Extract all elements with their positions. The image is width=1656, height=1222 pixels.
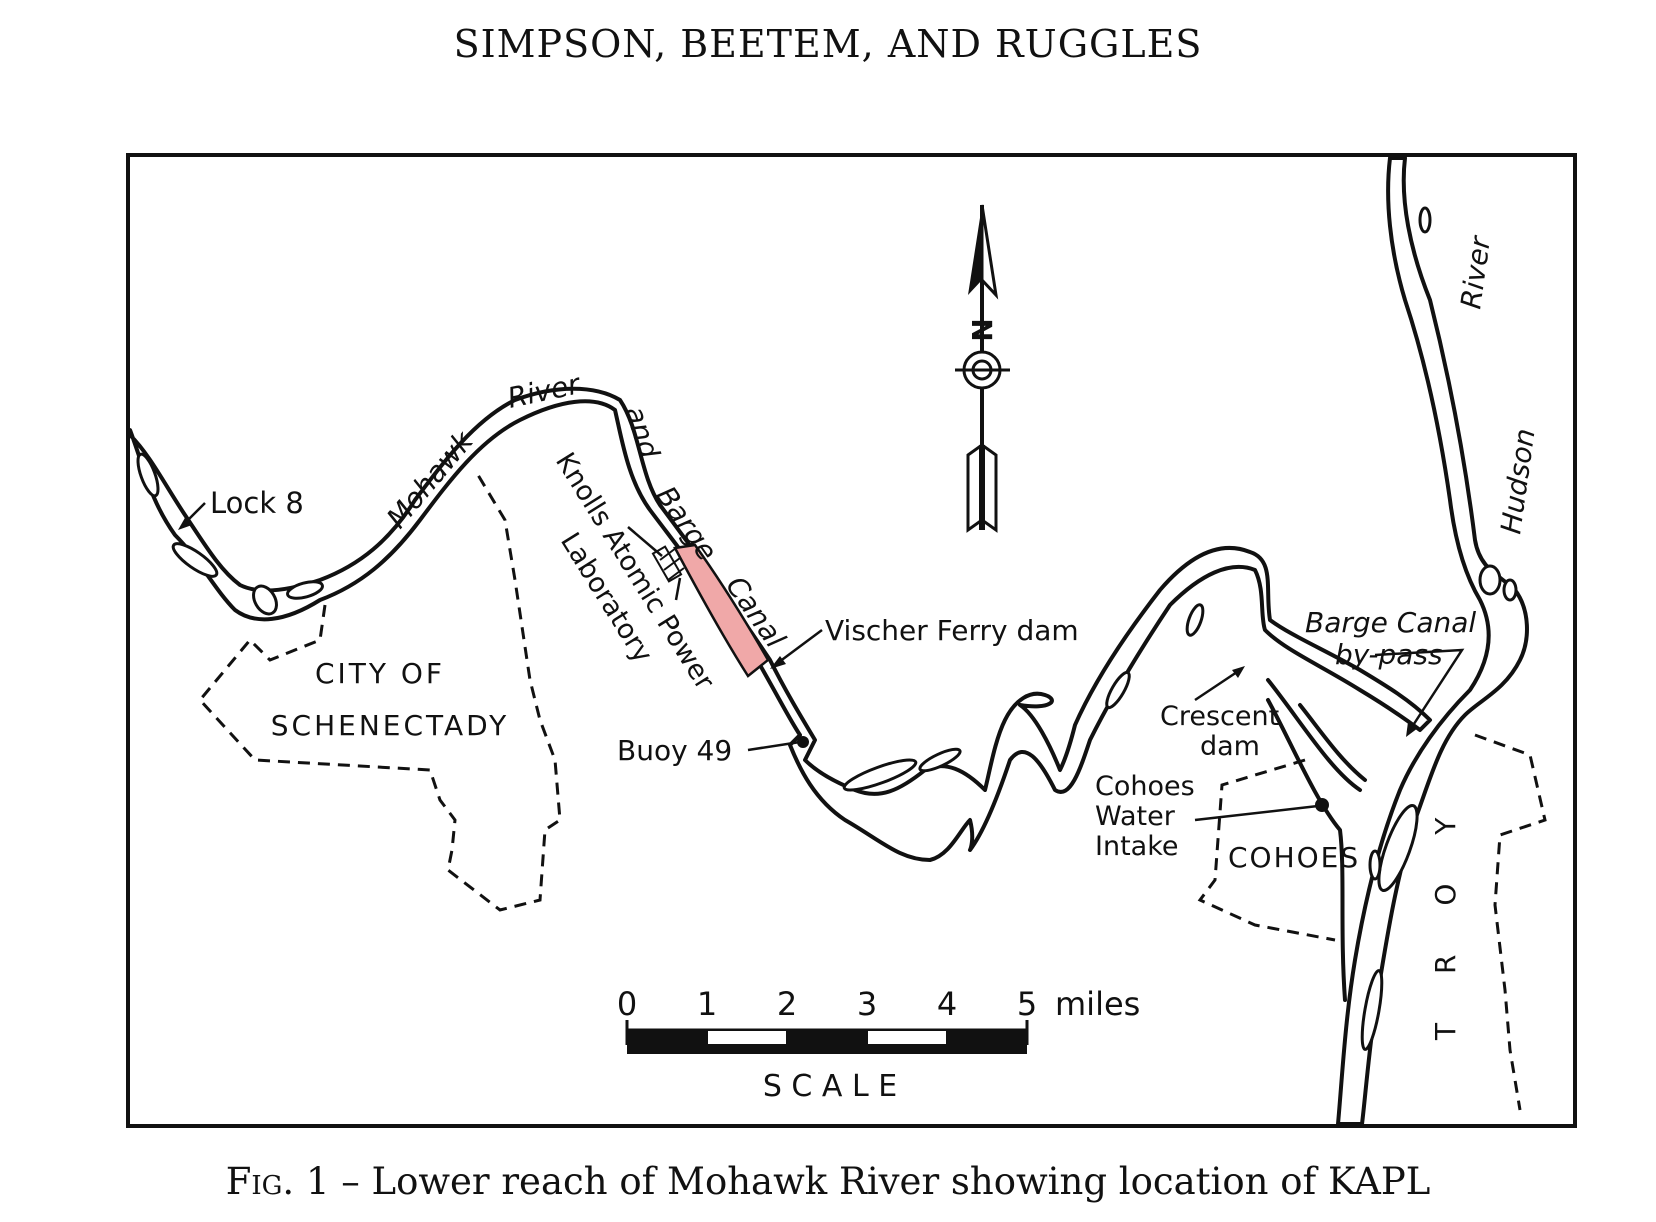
mohawk-label: Mohawk	[380, 424, 481, 535]
kapl-hatch-line	[659, 547, 677, 561]
troy-label: T R O Y	[1429, 798, 1462, 1041]
intake-label: Intake	[1095, 831, 1179, 862]
schenectady-label: SCHENECTADY	[271, 709, 509, 742]
river-island	[1105, 670, 1131, 710]
scale-tick-label: 4	[937, 985, 957, 1023]
scale-tick-label: 5	[1017, 985, 1037, 1023]
river-island	[1368, 849, 1382, 881]
scale-tick-label: 3	[857, 985, 877, 1023]
crescent-label: Crescent	[1160, 701, 1279, 732]
river-island	[1185, 603, 1205, 637]
arrowhead	[1406, 722, 1418, 737]
scale-tick-label: 1	[697, 985, 717, 1023]
cohoes-boundary	[1197, 758, 1336, 942]
scale-unit: miles	[1055, 985, 1140, 1023]
mohawk-branch	[1298, 703, 1367, 782]
intake-leader	[1194, 804, 1319, 822]
river-island	[286, 580, 324, 600]
mohawk-river	[128, 386, 1432, 862]
hudson-river-label: River	[1454, 233, 1497, 311]
bypass-label-2: by-pass	[1335, 638, 1443, 671]
river-island	[1502, 578, 1518, 602]
mohawk-river-label: River	[505, 367, 584, 415]
vischer-ferry-label: Vischer Ferry dam	[825, 614, 1079, 647]
knolls-leader	[674, 577, 682, 601]
map-frame	[126, 153, 1577, 1128]
river-island	[1377, 804, 1419, 892]
bypass-leader	[1374, 648, 1465, 731]
scale-tick-label: 2	[777, 985, 797, 1023]
scale-label: S C A L E	[763, 1069, 897, 1104]
arrowhead	[178, 516, 192, 530]
hudson-label: Hudson	[1494, 426, 1541, 536]
figure-number: Fig. 1	[225, 1160, 330, 1203]
figure-caption: Fig. 1 – Lower reach of Mohawk River sho…	[0, 1160, 1656, 1203]
cohoes-label: COHOES	[1228, 841, 1360, 874]
arrowhead	[1232, 666, 1245, 678]
cohoes-water-intake-marker	[1315, 798, 1329, 812]
bypass-label-1: Barge Canal	[1305, 606, 1476, 639]
kapl-highlight-reach	[673, 543, 770, 678]
north-label: N	[966, 318, 999, 341]
buoy-leader	[747, 740, 801, 752]
kapl-hatch-line	[667, 567, 685, 581]
scale-tick-label: 0	[617, 985, 637, 1023]
crescent-leader	[1194, 668, 1241, 702]
river-island	[842, 758, 918, 792]
buoy-49-marker	[797, 736, 809, 748]
north-arrow-icon: N	[955, 204, 1010, 533]
city-of-label: CITY OF	[315, 657, 445, 690]
running-header: SIMPSON, BEETEM, AND RUGGLES	[453, 22, 1203, 66]
knolls-leader	[627, 526, 663, 557]
mohawk-branch	[1266, 698, 1347, 1002]
river-island	[171, 542, 219, 578]
lock8-label: Lock 8	[210, 486, 304, 520]
schenectady-boundary	[198, 469, 562, 912]
river-island	[1418, 206, 1432, 234]
river-island	[136, 452, 160, 498]
vischer-leader	[774, 628, 823, 667]
caption-text: – Lower reach of Mohawk River showing lo…	[329, 1160, 1431, 1203]
water-label: Water	[1095, 801, 1176, 832]
scale-bar: 0 1 2 3 4 5 miles S C A L E	[617, 985, 1140, 1104]
kapl-hatch-line	[663, 557, 681, 571]
cohoes-water-label: Cohoes	[1095, 771, 1195, 802]
arrowhead	[770, 656, 786, 669]
troy-boundary	[1474, 733, 1547, 1111]
crescent-dam-label: dam	[1200, 731, 1260, 762]
river-island	[1360, 969, 1384, 1051]
river-island	[918, 747, 962, 773]
buoy-label: Buoy 49	[617, 734, 732, 767]
river-island	[252, 584, 278, 616]
mohawk-branch	[1266, 678, 1362, 792]
river-island	[1478, 564, 1502, 596]
